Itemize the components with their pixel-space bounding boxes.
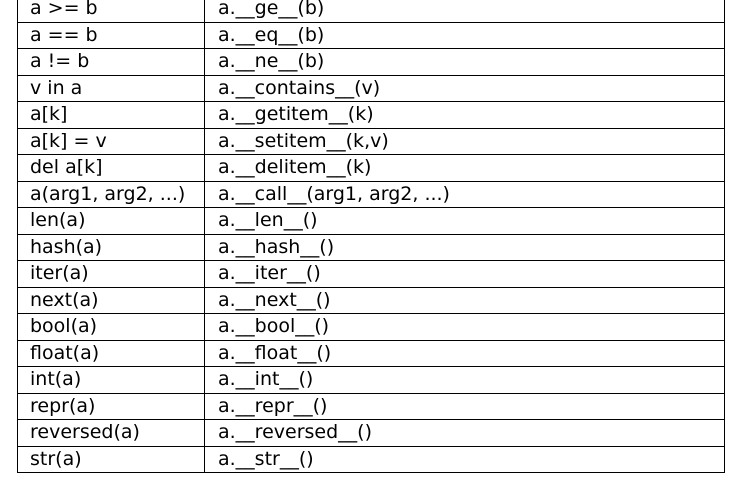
expression-cell: a[k] = v bbox=[17, 127, 205, 155]
method-cell: a.__int__() bbox=[204, 366, 725, 394]
expression-cell: a(arg1, arg2, ...) bbox=[17, 180, 205, 208]
method-cell: a.__len__() bbox=[204, 207, 725, 235]
expression-cell: int(a) bbox=[17, 366, 205, 394]
method-cell: a.__contains__(v) bbox=[204, 74, 725, 102]
table-row: v in a a.__contains__(v) bbox=[17, 74, 725, 102]
table-row: a[k] = v a.__setitem__(k,v) bbox=[17, 127, 725, 155]
table-row: a == b a.__eq__(b) bbox=[17, 21, 725, 49]
table-row: len(a) a.__len__() bbox=[17, 207, 725, 235]
expression-cell: a == b bbox=[17, 21, 205, 49]
method-cell: a.__hash__() bbox=[204, 233, 725, 261]
method-cell: a.__eq__(b) bbox=[204, 21, 725, 49]
expression-cell: hash(a) bbox=[17, 233, 205, 261]
method-cell: a.__getitem__(k) bbox=[204, 101, 725, 129]
expression-cell: repr(a) bbox=[17, 392, 205, 420]
expression-cell: a >= b bbox=[17, 0, 205, 23]
method-cell: a.__iter__() bbox=[204, 260, 725, 288]
table-row: reversed(a) a.__reversed__() bbox=[17, 419, 725, 447]
method-cell: a.__call__(arg1, arg2, ...) bbox=[204, 180, 725, 208]
expression-cell: iter(a) bbox=[17, 260, 205, 288]
table-row: float(a) a.__float__() bbox=[17, 339, 725, 367]
expression-cell: reversed(a) bbox=[17, 419, 205, 447]
method-cell: a.__setitem__(k,v) bbox=[204, 127, 725, 155]
table-row: int(a) a.__int__() bbox=[17, 366, 725, 394]
table-row: iter(a) a.__iter__() bbox=[17, 260, 725, 288]
table-row: del a[k] a.__delitem__(k) bbox=[17, 154, 725, 182]
table-row: next(a) a.__next__() bbox=[17, 286, 725, 314]
expression-cell: float(a) bbox=[17, 339, 205, 367]
method-cell: a.__bool__() bbox=[204, 313, 725, 341]
expression-cell: next(a) bbox=[17, 286, 205, 314]
table-row: a != b a.__ne__(b) bbox=[17, 48, 725, 76]
method-cell: a.__repr__() bbox=[204, 392, 725, 420]
table-row: a[k] a.__getitem__(k) bbox=[17, 101, 725, 129]
expression-cell: del a[k] bbox=[17, 154, 205, 182]
table-row: bool(a) a.__bool__() bbox=[17, 313, 725, 341]
method-cell: a.__ge__(b) bbox=[204, 0, 725, 23]
expression-cell: bool(a) bbox=[17, 313, 205, 341]
method-cell: a.__reversed__() bbox=[204, 419, 725, 447]
expression-cell: a[k] bbox=[17, 101, 205, 129]
expression-cell: len(a) bbox=[17, 207, 205, 235]
expression-cell: a != b bbox=[17, 48, 205, 76]
expression-cell: str(a) bbox=[17, 445, 205, 473]
method-cell: a.__ne__(b) bbox=[204, 48, 725, 76]
table-row: hash(a) a.__hash__() bbox=[17, 233, 725, 261]
table-row: a(arg1, arg2, ...) a.__call__(arg1, arg2… bbox=[17, 180, 725, 208]
expression-cell: v in a bbox=[17, 74, 205, 102]
table-row: a >= b a.__ge__(b) bbox=[17, 0, 725, 23]
table-row: str(a) a.__str__() bbox=[17, 445, 725, 473]
operator-method-table: a >= b a.__ge__(b) a == b a.__eq__(b) a … bbox=[17, 0, 725, 473]
method-cell: a.__next__() bbox=[204, 286, 725, 314]
method-cell: a.__float__() bbox=[204, 339, 725, 367]
method-cell: a.__delitem__(k) bbox=[204, 154, 725, 182]
table-row: repr(a) a.__repr__() bbox=[17, 392, 725, 420]
method-cell: a.__str__() bbox=[204, 445, 725, 473]
